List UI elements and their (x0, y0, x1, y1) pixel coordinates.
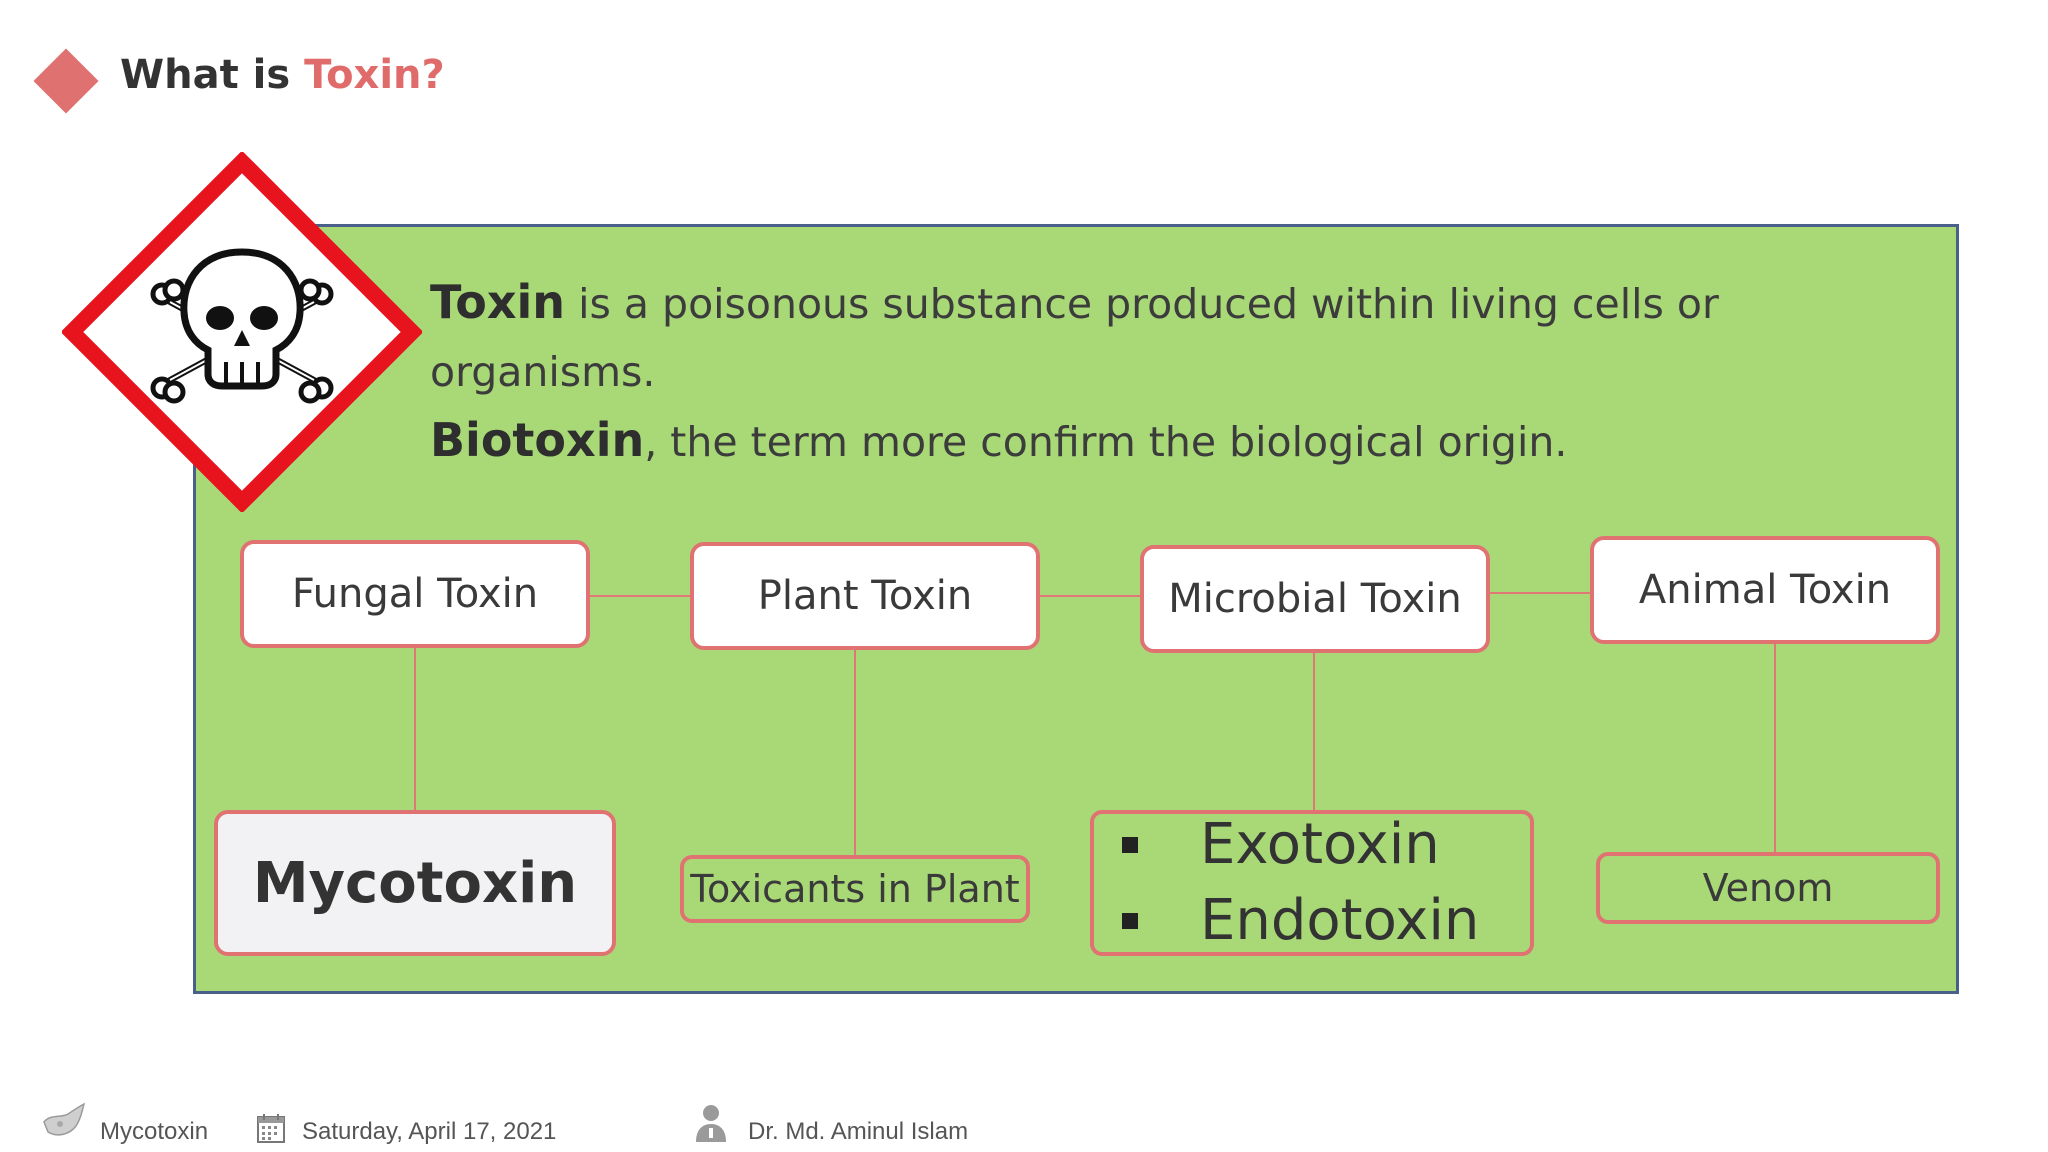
calendar-icon (257, 1114, 285, 1143)
subcategory-venom: Venom (1596, 852, 1940, 924)
connector-plant-microbial (1040, 595, 1140, 597)
category-plant-toxin: Plant Toxin (690, 542, 1040, 650)
connector-plant-toxicants (854, 650, 856, 855)
connector-microbial-animal (1490, 592, 1590, 594)
subcategory-microbial-toxins: Exotoxin Endotoxin (1090, 810, 1534, 956)
skull-crossbones-icon (62, 152, 422, 512)
list-item: Exotoxin (1122, 807, 1440, 883)
term-biotoxin: Biotoxin (430, 413, 645, 467)
category-microbial-toxin: Microbial Toxin (1140, 545, 1490, 653)
term-toxin: Toxin (430, 275, 566, 329)
list-item: Endotoxin (1122, 883, 1479, 959)
definition-line-2: Biotoxin, the term more confirm the biol… (430, 406, 1930, 476)
list-item-label: Endotoxin (1200, 888, 1480, 953)
category-animal-toxin: Animal Toxin (1590, 536, 1940, 644)
page-title: What is Toxin? (120, 52, 445, 98)
subcategory-label: Toxicants in Plant (690, 867, 1020, 911)
bullet-square-icon (1122, 913, 1138, 929)
title-diamond-icon (33, 48, 99, 114)
list-item-label: Exotoxin (1200, 812, 1440, 877)
definition-line-1: Toxin is a poisonous substance produced … (430, 268, 1930, 406)
definition-biotoxin: , the term more confirm the biological o… (644, 418, 1568, 466)
definition-toxin: is a poisonous substance produced within… (430, 280, 1719, 396)
footer-date: Saturday, April 17, 2021 (302, 1118, 557, 1145)
bullet-square-icon (1122, 837, 1138, 853)
category-label: Fungal Toxin (291, 571, 539, 617)
category-label: Microbial Toxin (1168, 576, 1462, 622)
connector-fungal-myco (414, 648, 416, 810)
connector-microbial-exo (1313, 653, 1315, 810)
subcategory-label: Mycotoxin (252, 850, 578, 916)
footer-topic: Mycotoxin (100, 1118, 209, 1145)
category-label: Animal Toxin (1638, 567, 1892, 613)
connector-fungal-plant (590, 595, 690, 597)
footer-author: Dr. Md. Aminul Islam (748, 1118, 969, 1145)
connector-animal-venom (1774, 644, 1776, 852)
subcategory-mycotoxin: Mycotoxin (214, 810, 616, 956)
footer-logo-icon (43, 1102, 86, 1136)
category-label: Plant Toxin (757, 573, 973, 619)
category-fungal-toxin: Fungal Toxin (240, 540, 590, 648)
person-icon (696, 1105, 726, 1142)
definition-text: Toxin is a poisonous substance produced … (430, 268, 1930, 476)
title-prefix: What is (120, 52, 305, 98)
subcategory-toxicants-in-plant: Toxicants in Plant (680, 855, 1030, 923)
title-accent: Toxin? (304, 52, 445, 98)
subcategory-label: Venom (1702, 866, 1834, 910)
